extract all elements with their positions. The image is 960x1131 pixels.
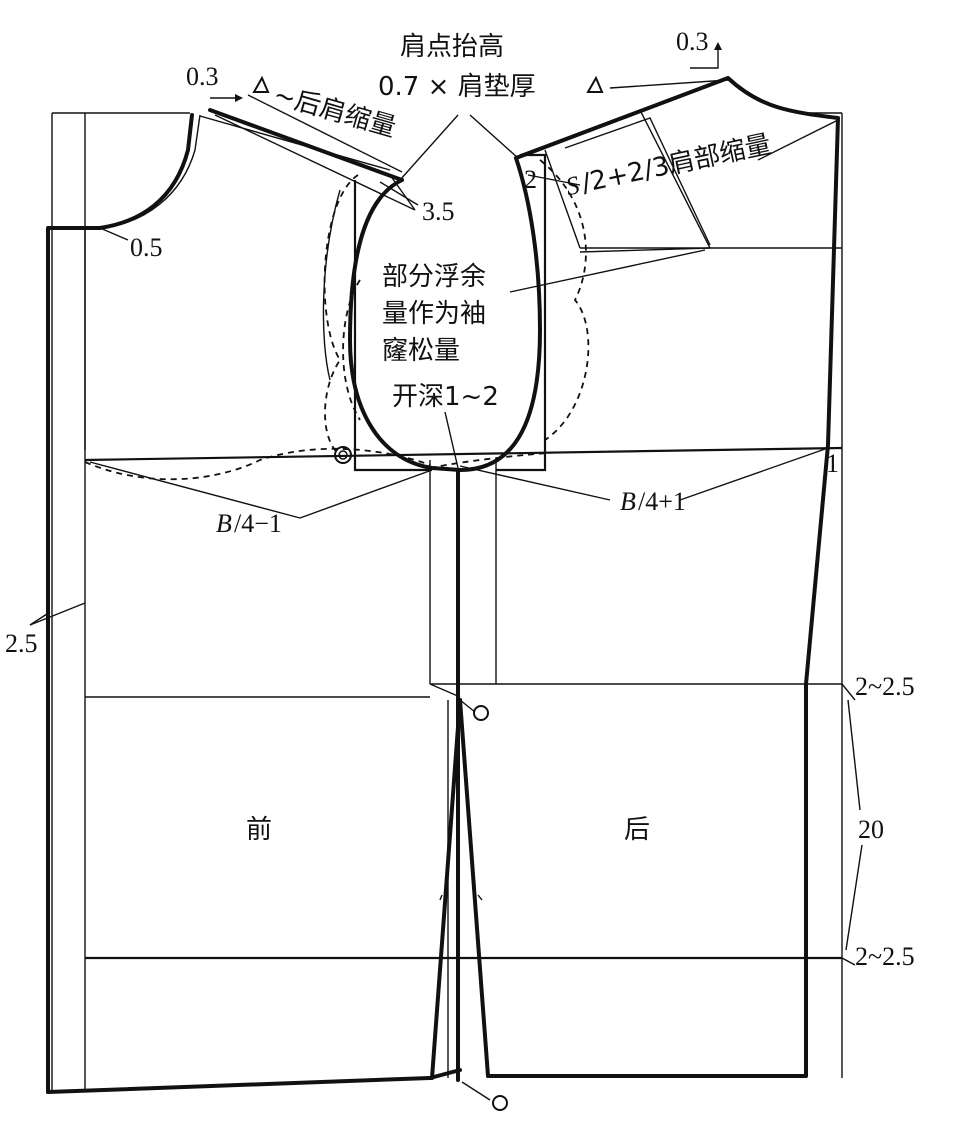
label-front: 前 bbox=[246, 815, 272, 845]
frame-lines bbox=[51, 112, 843, 1092]
notch-circle-armhole bbox=[334, 446, 352, 464]
label-left-2-5: 2.5 bbox=[5, 629, 38, 658]
label-shoulder-raise-1: 肩点抬高 bbox=[400, 32, 504, 62]
label-bust-front-rest: /4−1 bbox=[234, 509, 282, 538]
label-neck-0-5: 0.5 bbox=[130, 233, 163, 262]
dashed-curves bbox=[84, 159, 590, 481]
label-armhole-deepen: 开深1~2 bbox=[392, 382, 499, 412]
symbols bbox=[252, 75, 604, 1111]
side-seam-lines bbox=[430, 468, 490, 1082]
label-shoulder-formula-s: S bbox=[563, 170, 582, 201]
label-bust-front-b: B bbox=[216, 509, 232, 538]
label-waist-upper: 2~2.5 bbox=[855, 672, 915, 701]
notch-circle-hem bbox=[492, 1095, 508, 1111]
label-waist-20: 20 bbox=[858, 815, 884, 844]
label-bust-back-rest: /4+1 bbox=[638, 487, 686, 516]
label-waist-lower: 2~2.5 bbox=[855, 942, 915, 971]
leader-lines bbox=[29, 42, 863, 1101]
triangle-mark-right bbox=[586, 75, 604, 93]
label-back: 后 bbox=[624, 815, 650, 845]
label-bust-back-b: B bbox=[620, 487, 636, 516]
back-bodice-outline bbox=[486, 76, 840, 1078]
triangle-mark-left bbox=[252, 75, 270, 93]
notch-circle-waist bbox=[473, 705, 489, 721]
label-mark-1: 1 bbox=[826, 449, 839, 478]
label-shoulder-formula: S /2+2/3肩部缩量 bbox=[563, 129, 774, 201]
label-surplus-line-1: 部分浮余 bbox=[382, 262, 486, 292]
front-bodice-outline bbox=[46, 108, 462, 1094]
label-shoulder-raise-2: 0.7 × 肩垫厚 bbox=[378, 72, 536, 102]
label-shoulder-formula-rest: /2+2/3肩部缩量 bbox=[579, 129, 774, 198]
label-surplus-line-3: 窿松量 bbox=[382, 336, 460, 366]
label-mark-2: 2 bbox=[524, 165, 537, 194]
label-surplus-line-2: 量作为袖 bbox=[382, 299, 486, 329]
label-neck-3-5: 3.5 bbox=[422, 197, 455, 226]
label-right-0-3: 0.3 bbox=[676, 27, 709, 56]
label-left-0-3: 0.3 bbox=[186, 62, 219, 91]
